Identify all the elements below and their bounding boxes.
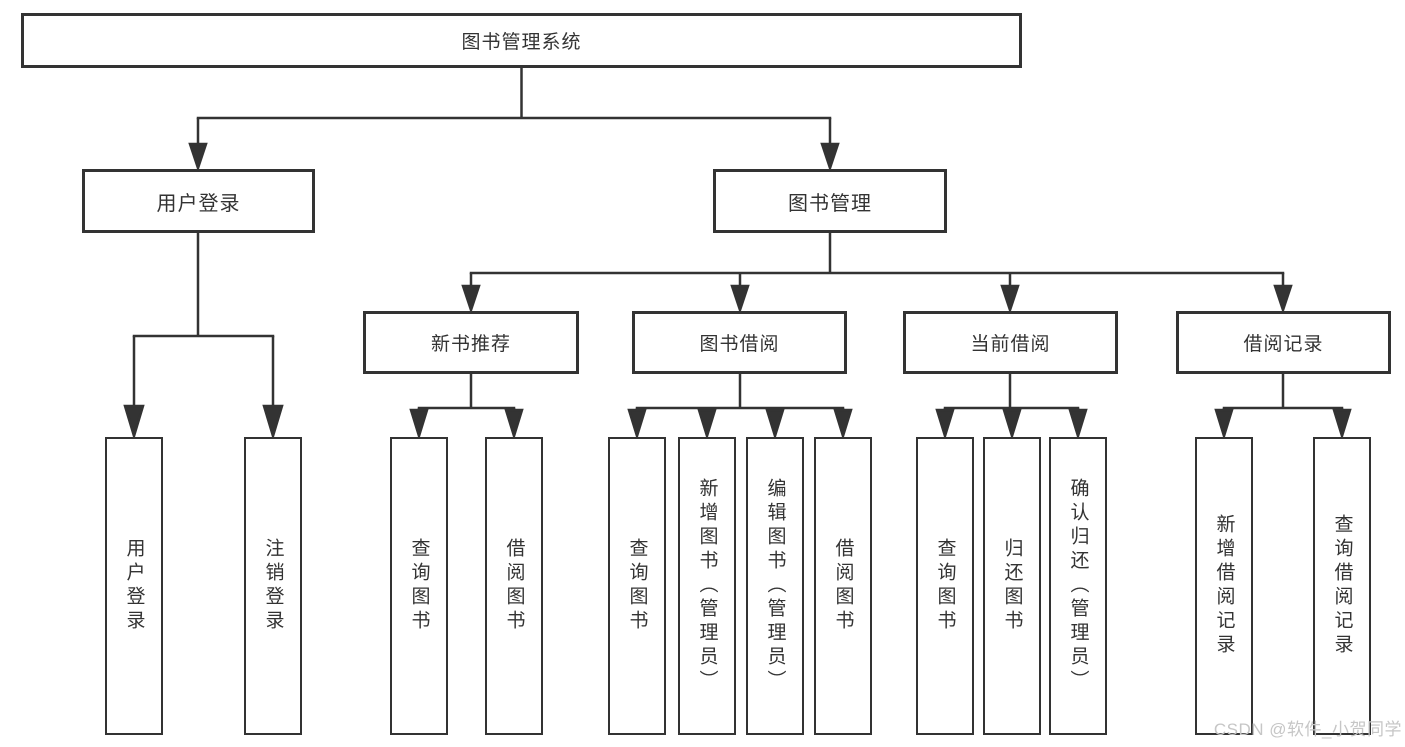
node-book-borrow: 图书借阅 bbox=[632, 311, 847, 374]
leaf-query-borrow-record: 查询借阅记录 bbox=[1313, 437, 1371, 735]
leaf-logout: 注销登录 bbox=[244, 437, 302, 735]
leaf-add-book-admin: 新增图书（管理员） bbox=[678, 437, 736, 735]
csdn-watermark: CSDN @软件_小贺同学 bbox=[1213, 720, 1402, 739]
node-new-book-recommend: 新书推荐 bbox=[363, 311, 579, 374]
leaf-borrow-book-1: 借阅图书 bbox=[485, 437, 543, 735]
node-current-borrow: 当前借阅 bbox=[903, 311, 1118, 374]
leaf-confirm-return-admin: 确认归还（管理员） bbox=[1049, 437, 1107, 735]
node-borrow-record: 借阅记录 bbox=[1176, 311, 1391, 374]
node-user-login: 用户登录 bbox=[82, 169, 315, 233]
leaf-query-book-3: 查询图书 bbox=[916, 437, 974, 735]
leaf-user-login: 用户登录 bbox=[105, 437, 163, 735]
leaf-return-book: 归还图书 bbox=[983, 437, 1041, 735]
leaf-query-book-2: 查询图书 bbox=[608, 437, 666, 735]
leaf-query-book-1: 查询图书 bbox=[390, 437, 448, 735]
node-book-manage: 图书管理 bbox=[713, 169, 947, 233]
leaf-edit-book-admin: 编辑图书（管理员） bbox=[746, 437, 804, 735]
node-library-system: 图书管理系统 bbox=[21, 13, 1022, 68]
leaf-add-borrow-record: 新增借阅记录 bbox=[1195, 437, 1253, 735]
leaf-borrow-book-2: 借阅图书 bbox=[814, 437, 872, 735]
